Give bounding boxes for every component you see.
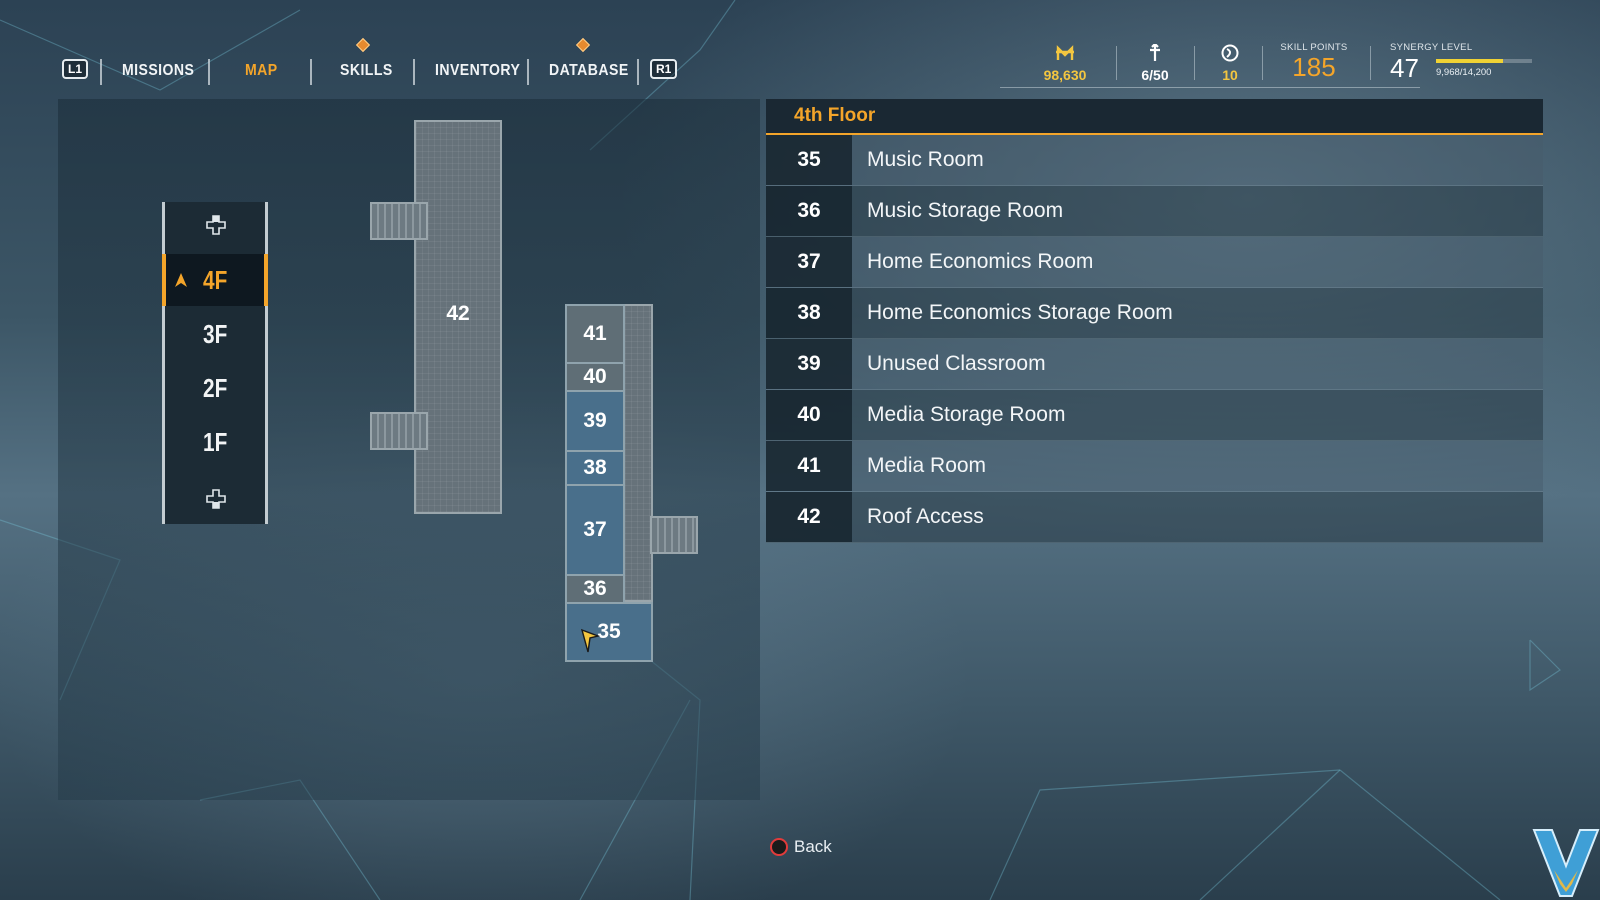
stairs-lower [370,412,428,450]
synergy-label: SYNERGY LEVEL [1390,42,1473,53]
token-stat: 10 [1210,44,1250,83]
list-item[interactable]: 37 Home Economics Room [766,237,1543,288]
nav-separator [637,59,639,85]
skill-points-label: SKILL POINTS [1280,42,1348,53]
stat-separator [1194,46,1195,80]
money-value: 98,630 [1043,67,1087,83]
floor-2f[interactable]: 2F [202,373,228,403]
player-location-icon [175,273,187,287]
skill-points-stat: SKILL POINTS 185 [1276,42,1352,81]
tab-database[interactable]: DATABASE [549,62,629,79]
synergy-progress-fill [1436,59,1504,63]
back-label: Back [794,837,832,856]
corridor [623,304,653,602]
list-item[interactable]: 40 Media Storage Room [766,390,1543,441]
room-41[interactable]: 41 [565,304,625,364]
sword-icon [1150,42,1160,61]
room-number: 40 [766,390,852,440]
list-item[interactable]: 36 Music Storage Room [766,186,1543,237]
dpad-up-icon [206,215,226,235]
floor-selector: 4F 3F 2F 1F [162,202,268,524]
items-stat: 6/50 [1130,42,1180,83]
list-item[interactable]: 35 Music Room [766,135,1543,186]
room-number: 35 [766,135,852,185]
room-38[interactable]: 38 [565,450,625,486]
room-40[interactable]: 40 [565,362,625,392]
items-value: 6/50 [1141,67,1169,83]
circle-button-icon [770,838,788,856]
room-list: 4th Floor 35 Music Room 36 Music Storage R… [766,99,1543,543]
tab-skills[interactable]: SKILLS [340,62,393,79]
nav-separator [100,59,102,85]
list-item[interactable]: 41 Media Room [766,441,1543,492]
l1-button[interactable]: L1 [62,59,89,79]
floor-3f[interactable]: 3F [202,319,228,349]
room-35[interactable]: 35 [565,602,653,662]
list-item[interactable]: 39 Unused Classroom [766,339,1543,390]
money-stat: 98,630 [1030,44,1100,83]
nav-separator [413,59,415,85]
synergy-progress-bar [1436,59,1532,63]
room-name: Media Room [867,454,987,477]
stat-separator [1262,46,1263,80]
nav-separator [208,59,210,85]
room-42[interactable]: 42 [414,120,502,514]
nav-separator [527,59,529,85]
room-name: Music Room [867,148,984,171]
room-number: 42 [766,492,852,542]
room-39[interactable]: 39 [565,390,625,452]
room-number: 41 [766,441,852,491]
skill-points-value: 185 [1292,52,1336,82]
synergy-xp: 9,968/14,200 [1436,67,1492,78]
room-42-label: 42 [446,302,470,325]
room-36[interactable]: 36 [565,574,625,604]
token-value: 10 [1222,67,1238,83]
list-item[interactable]: 38 Home Economics Storage Room [766,288,1543,339]
room-35-label: 35 [597,620,621,643]
tab-inventory[interactable]: INVENTORY [435,62,521,79]
stat-separator [1116,46,1117,80]
room-number: 37 [766,237,852,287]
room-name: Music Storage Room [867,199,1064,222]
room-number: 39 [766,339,852,389]
stairs-east [650,516,698,554]
room-number: 36 [766,186,852,236]
room-name: Home Economics Storage Room [867,301,1173,324]
dpad-down-icon [206,489,226,509]
player-marker-icon [580,628,600,653]
floor-4f[interactable]: 4F [162,254,268,306]
room-name: Media Storage Room [867,403,1066,426]
skills-notification-icon [355,37,371,53]
stairs-upper [370,202,428,240]
room-name: Home Economics Room [867,250,1094,273]
synergy-level-value: 47 [1390,53,1419,83]
token-icon [1221,44,1239,62]
synergy-stat: SYNERGY LEVEL 47 9,968/14,200 [1390,42,1540,82]
room-number: 38 [766,288,852,338]
room-37[interactable]: 37 [565,484,625,576]
money-icon [1056,45,1074,60]
room-name: Roof Access [867,505,984,528]
room-name: Unused Classroom [867,352,1046,375]
game-logo-icon [1532,829,1600,897]
floor-title: 4th Floor [766,99,1543,135]
database-notification-icon [575,37,591,53]
list-item[interactable]: 42 Roof Access [766,492,1543,543]
back-button[interactable]: Back [770,836,832,858]
stat-separator [1370,46,1371,80]
stats-underline [1000,87,1420,88]
tab-map[interactable]: MAP [245,62,278,79]
floor-1f[interactable]: 1F [202,427,228,457]
tab-missions[interactable]: MISSIONS [122,62,195,79]
r1-button[interactable]: R1 [650,59,678,79]
nav-separator [310,59,312,85]
